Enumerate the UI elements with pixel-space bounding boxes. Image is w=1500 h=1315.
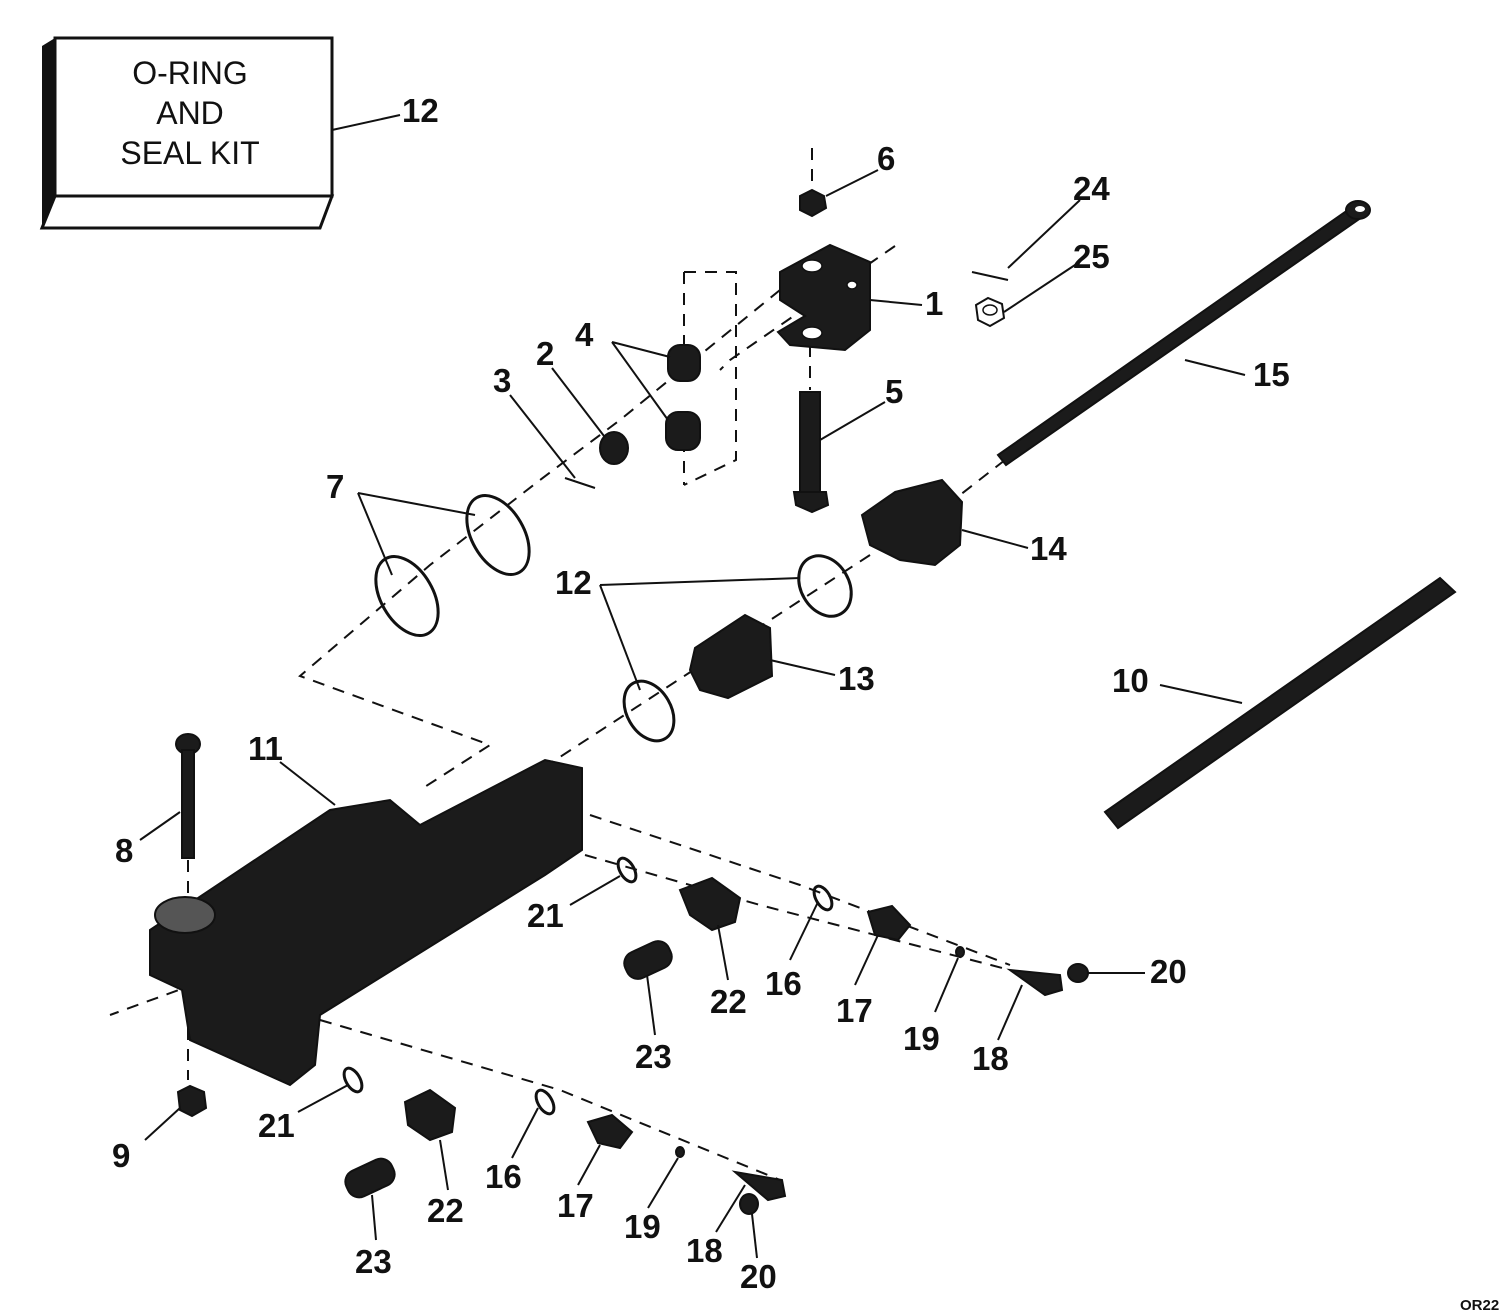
fittings-upper [616,856,1089,997]
callout-12-kit: 12 [402,92,439,129]
callout-13: 13 [838,660,875,697]
diagram-code: OR22 [1460,1297,1499,1314]
kit-label-line3: SEAL KIT [120,135,259,171]
callout-25: 25 [1073,238,1110,275]
part-end-cap [860,478,964,567]
callout-1: 1 [925,285,943,322]
callout-21-upper: 21 [527,897,564,934]
part-rod-long [1103,576,1457,830]
part-nut-top [799,188,828,218]
callout-11: 11 [248,730,283,767]
part-nut-small [599,431,629,465]
callout-10: 10 [1112,662,1149,699]
callout-17-upper: 17 [836,992,873,1029]
part-bolt-body [175,733,201,859]
part-cylinder-body [149,758,583,1087]
callout-8: 8 [115,832,133,869]
callout-19-lower: 19 [624,1208,661,1245]
part-bushings [665,344,701,451]
part-cotter-pin [971,271,1009,281]
callout-2: 2 [536,335,554,372]
callout-6: 6 [877,140,895,177]
callout-19-upper: 19 [903,1020,940,1057]
callout-4: 4 [575,316,594,353]
callout-18-lower: 18 [686,1232,723,1269]
callout-20-upper: 20 [1150,953,1187,990]
kit-label-line2: AND [156,95,224,131]
seal-kit-box: O-RING AND SEAL KIT [39,36,335,230]
callout-21-lower: 21 [258,1107,295,1144]
callout-22-upper: 22 [710,983,747,1020]
callout-17-lower: 17 [557,1187,594,1224]
kit-label-line1: O-RING [132,55,248,91]
leader-lines [139,114,1246,1259]
callout-5: 5 [885,373,903,410]
callout-23-lower: 23 [355,1243,392,1280]
callout-15: 15 [1253,356,1290,393]
callout-7: 7 [326,468,344,505]
part-pin [564,477,596,489]
callout-22-lower: 22 [427,1192,464,1229]
part-bolt-vertical [792,391,830,514]
callouts: 12 6 24 25 1 4 2 3 5 15 7 14 12 13 10 11… [112,92,1290,1295]
callout-16-upper: 16 [765,965,802,1002]
part-nut-bottom [176,1084,208,1118]
fittings-lower [342,1066,787,1215]
callout-9: 9 [112,1137,130,1174]
callout-12: 12 [555,564,592,601]
callout-14: 14 [1030,530,1067,567]
callout-20-lower: 20 [740,1258,777,1295]
part-o-rings-large [374,494,531,637]
callout-23-upper: 23 [635,1038,672,1075]
part-o-rings-small [622,554,853,743]
part-clevis-bracket [776,243,871,352]
part-tie-rod [996,200,1371,467]
part-piston [688,613,774,700]
part-cap-nut [974,296,1006,328]
callout-16-lower: 16 [485,1158,522,1195]
callout-24: 24 [1073,170,1110,207]
callout-3: 3 [493,362,511,399]
callout-18-upper: 18 [972,1040,1009,1077]
